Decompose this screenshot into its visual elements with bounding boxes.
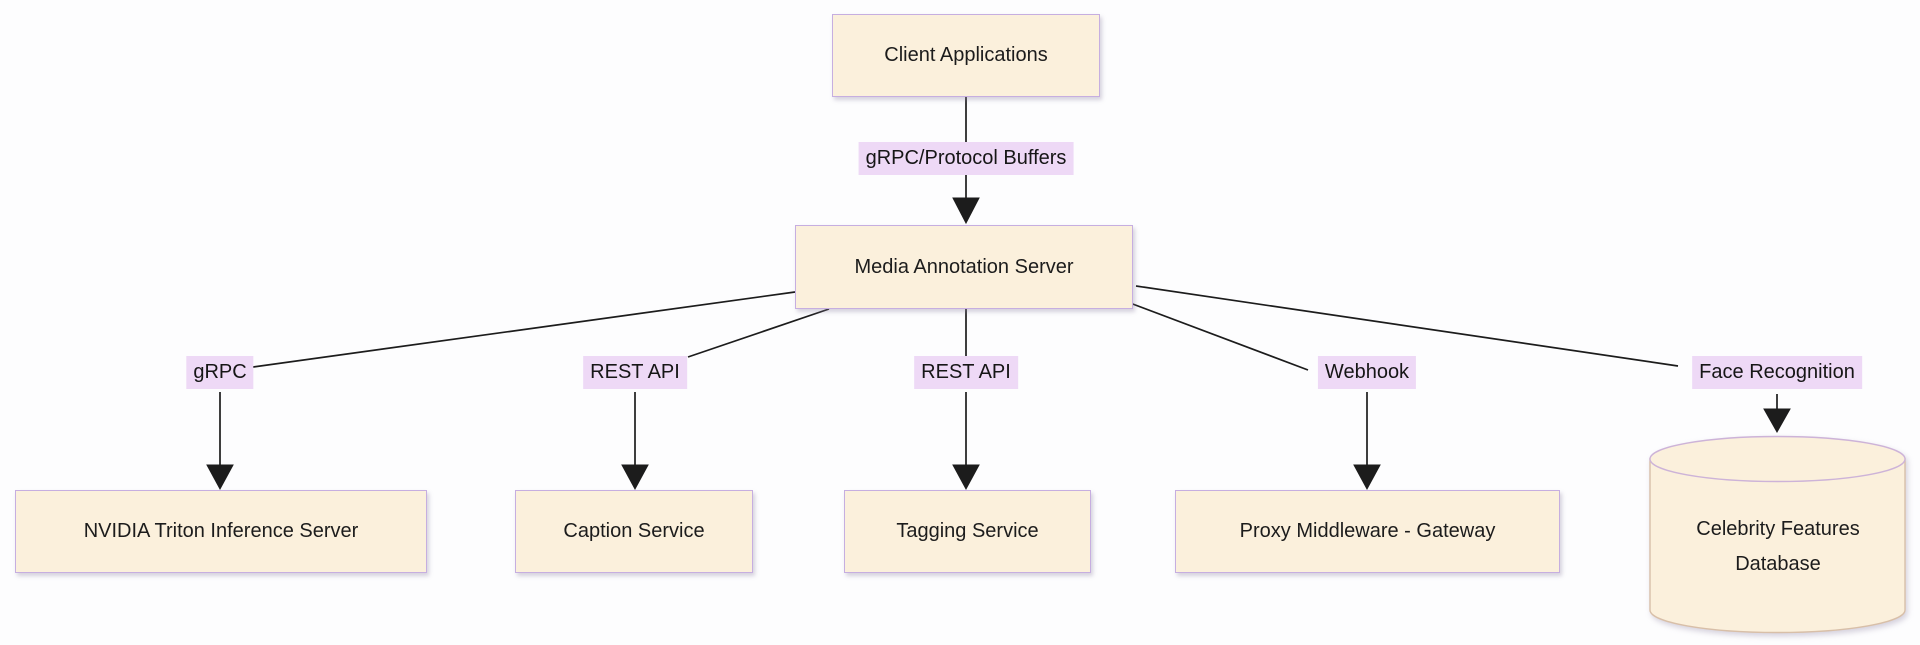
celebdb-label-line2: Database	[1735, 553, 1821, 575]
edge-label-rest-api-2: REST API	[914, 356, 1018, 389]
node-client-applications: Client Applications	[832, 14, 1100, 97]
edge-label-grpc: gRPC	[186, 356, 254, 389]
edge-restapi1-to-caption	[621, 392, 649, 491]
node-celebrity-features-database-shape	[1649, 435, 1906, 634]
edge-webhook-to-proxy	[1353, 392, 1381, 491]
node-celebrity-features-database-label: Celebrity Features Database	[1650, 512, 1906, 582]
node-tagging-service: Tagging Service	[844, 490, 1091, 573]
edge-grpc-to-nvidia	[206, 392, 234, 491]
celebdb-label-line1: Celebrity Features	[1696, 518, 1860, 540]
node-nvidia-triton-inference-server: NVIDIA Triton Inference Server	[15, 490, 427, 573]
edge-media-to-webhook-label	[1129, 302, 1309, 371]
edge-media-to-face-label	[1135, 285, 1679, 367]
node-proxy-middleware-gateway: Proxy Middleware - Gateway	[1175, 490, 1560, 573]
edge-media-to-restapi1-label	[687, 308, 830, 358]
edge-label-rest-api-1: REST API	[583, 356, 687, 389]
edge-label-grpc-protocol-buffers: gRPC/Protocol Buffers	[858, 142, 1074, 175]
edge-label-face-recognition: Face Recognition	[1692, 356, 1862, 389]
edge-media-to-grpc-label	[252, 291, 796, 368]
node-caption-service: Caption Service	[515, 490, 753, 573]
edge-face-to-celebdb	[1763, 394, 1791, 434]
edge-restapi2-to-tagging	[952, 392, 980, 491]
node-media-annotation-server: Media Annotation Server	[795, 225, 1133, 309]
edge-label-webhook: Webhook	[1317, 356, 1417, 389]
